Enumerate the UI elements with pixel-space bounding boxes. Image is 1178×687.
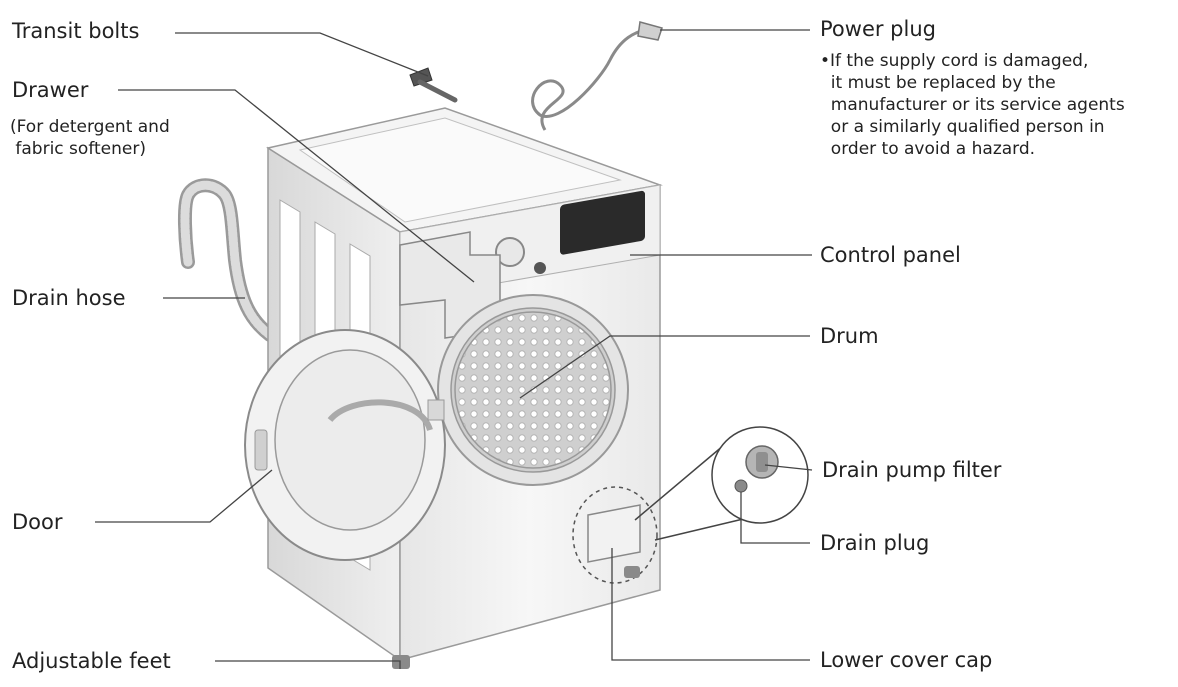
adjustable-foot [392,655,410,669]
label-door: Door [12,509,63,535]
transit-bolt-part [410,68,455,100]
drain-pump-magnifier [635,427,808,540]
leader-adjustable-feet [215,661,400,669]
door-part [245,330,445,560]
label-drum: Drum [820,323,879,349]
label-lower-cover-cap: Lower cover cap [820,647,992,673]
drain-plug-part [735,480,747,492]
label-drain-pump-filter: Drain pump filter [822,457,1001,483]
label-power-plug: Power plug [820,16,936,42]
label-control-panel: Control panel [820,242,961,268]
power-cord [533,30,650,130]
label-adjustable-feet: Adjustable feet [12,648,171,674]
label-drain-plug: Drain plug [820,530,929,556]
washing-machine-illustration [185,22,808,669]
label-power-plug-note: •If the supply cord is damaged, it must … [820,50,1125,160]
label-transit-bolts: Transit bolts [12,18,139,44]
label-drawer-note: (For detergent and fabric softener) [10,116,170,160]
label-drain-hose: Drain hose [12,285,126,311]
label-drawer: Drawer [12,77,88,103]
leader-door [95,470,272,522]
drum-part [455,312,611,468]
leader-transit-bolts [175,33,428,76]
lower-cover-cap-part [588,505,640,562]
